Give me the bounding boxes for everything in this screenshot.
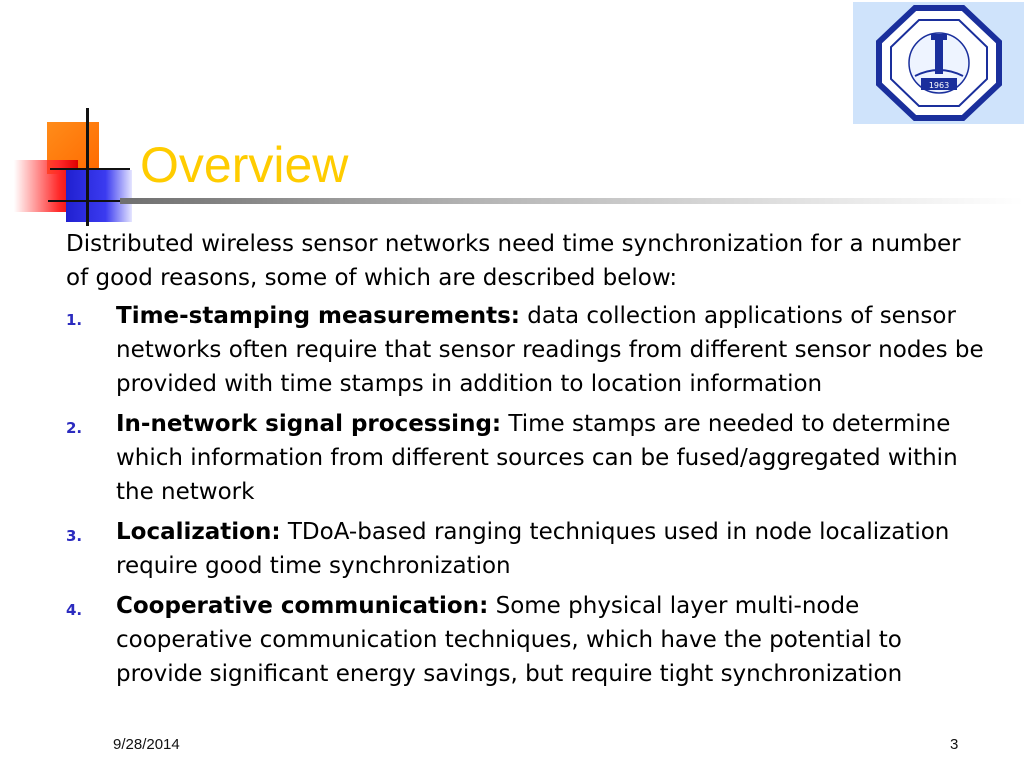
decor-vertical-line (86, 108, 89, 226)
slide-body: Distributed wireless sensor networks nee… (66, 227, 986, 697)
item-text: Time stamps are needed to determine whic… (116, 411, 958, 505)
page-number: 3 (950, 736, 959, 753)
slide-title: Overview (140, 137, 349, 193)
list-item: 4. Cooperative communication: Some physi… (66, 589, 986, 691)
item-text: Some physical layer multi-node cooperati… (116, 593, 903, 687)
item-text: TDoA-based ranging techniques used in no… (116, 519, 950, 579)
decor-blue-square (66, 170, 132, 222)
item-text: data collection applications of sensor n… (116, 303, 984, 397)
list-item: 1. Time-stamping measurements: data coll… (66, 299, 986, 401)
intro-paragraph: Distributed wireless sensor networks nee… (66, 231, 961, 291)
item-heading: Time-stamping measurements: (116, 303, 520, 329)
item-number: 3. (66, 527, 83, 545)
item-number: 1. (66, 311, 83, 329)
decor-horizontal-line (50, 168, 130, 170)
item-number: 2. (66, 419, 83, 437)
list-item: 3. Localization: TDoA-based ranging tech… (66, 515, 986, 583)
university-seal-icon: 1963 (875, 5, 1002, 121)
item-heading: Cooperative communication: (116, 593, 489, 619)
seal-year: 1963 (928, 81, 948, 90)
item-number: 4. (66, 601, 83, 619)
list-item: 2. In-network signal processing: Time st… (66, 407, 986, 509)
item-heading: In-network signal processing: (116, 411, 502, 437)
item-heading: Localization: (116, 519, 281, 545)
decor-horizontal-line (48, 200, 138, 202)
footer-date: 9/28/2014 (113, 736, 180, 753)
title-underline (120, 198, 1024, 204)
university-logo: 1963 (853, 2, 1024, 124)
